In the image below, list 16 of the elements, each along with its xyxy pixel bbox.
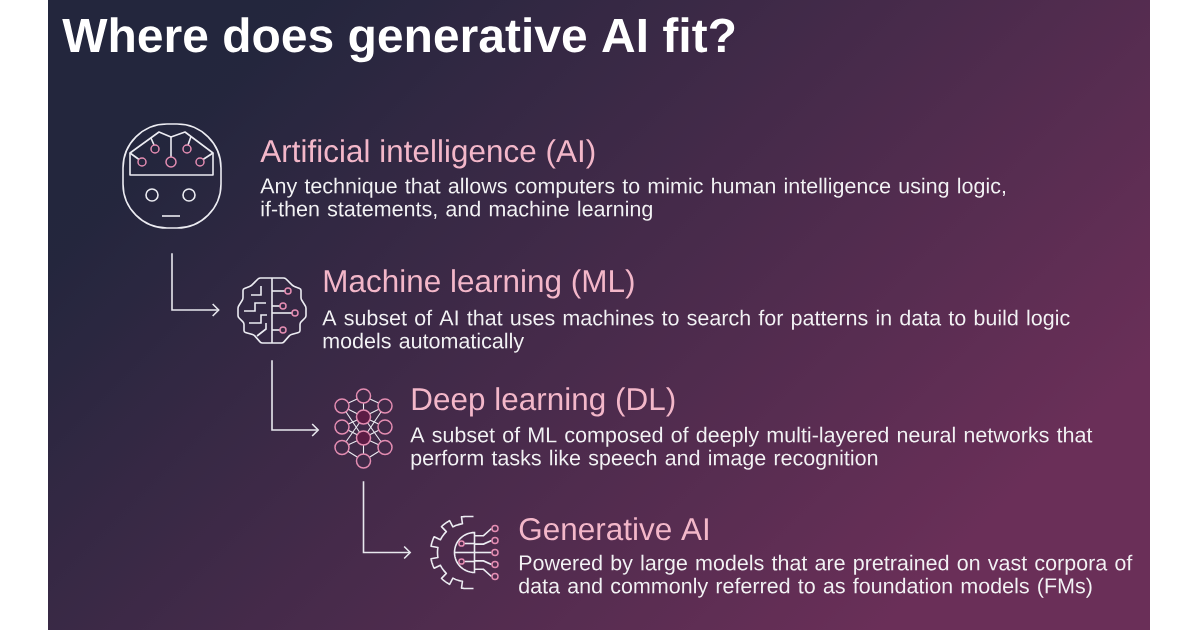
neural-network-icon <box>334 388 393 469</box>
arrow <box>271 359 320 437</box>
arrow <box>171 252 220 317</box>
heading: Generative AI <box>519 517 708 541</box>
description: A subset of ML composed of deeply multi-layered neural networks that perform tasks like speech and image recognition <box>410 426 1093 470</box>
brain-circuit-icon <box>237 277 307 344</box>
title: Where does generative AI fit? <box>62 17 735 63</box>
description: Powered by large models that are pretrained on vast corpora of data and commonly referred to as foundation models (FMs) <box>519 554 1133 598</box>
gear-brain-icon <box>430 515 499 590</box>
robot-head-icon <box>122 123 222 229</box>
heading: Machine learning (ML) <box>324 269 634 299</box>
description: Any technique that allows computers to mimic human intelligence using logic, if-then statements, and machine learning <box>260 177 1005 221</box>
heading: Artificial intelligence (AI) <box>260 139 595 169</box>
arrow <box>362 480 412 560</box>
heading: Deep learning (DL) <box>412 387 675 417</box>
description: A subset of AI that uses machines to search for patterns in data to build logic models automatically <box>322 309 1070 353</box>
